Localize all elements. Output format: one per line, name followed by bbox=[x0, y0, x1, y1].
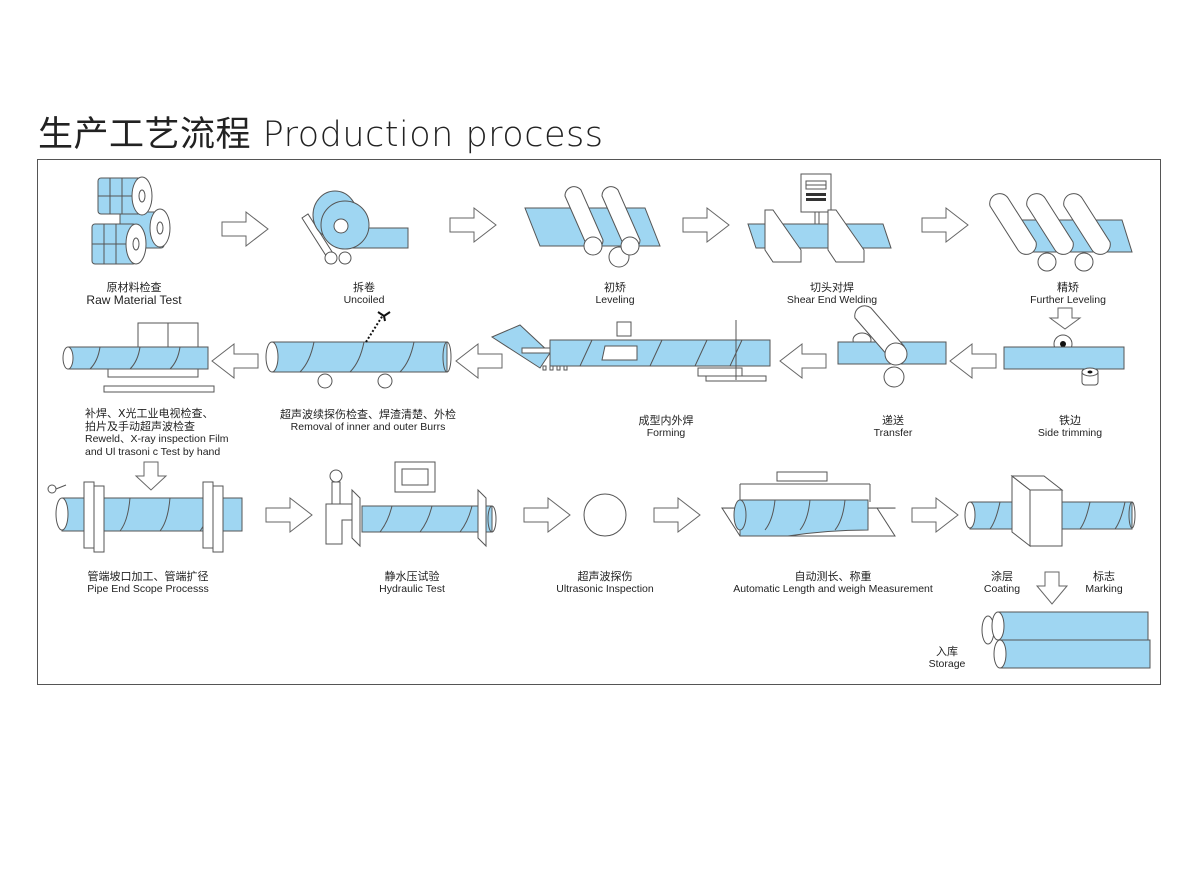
side-trimming-icon bbox=[1003, 334, 1125, 386]
step-label-en: Leveling bbox=[595, 294, 635, 306]
arrow-right-icon bbox=[911, 496, 959, 534]
step-label-en: Further Leveling bbox=[1030, 294, 1106, 306]
arrow-right-icon bbox=[449, 206, 497, 244]
uncoiler-icon bbox=[301, 190, 409, 265]
storage-pipes-icon bbox=[981, 611, 1151, 669]
step-label-en: Shear End Welding bbox=[786, 294, 878, 306]
xray-inspection-icon bbox=[62, 322, 215, 393]
step-label-cn: 入库 bbox=[936, 645, 958, 658]
step-label-marking: 标志 Marking bbox=[1085, 570, 1122, 596]
arrow-right-icon bbox=[221, 210, 269, 248]
step-label-en: Hydraulic Test bbox=[379, 583, 445, 595]
step-label-cn: 超声波续探伤检查、焊渣清楚、外检 bbox=[280, 408, 456, 421]
step-label-further-leveling: 精矫 Further Leveling bbox=[1030, 281, 1106, 307]
arrow-down-icon bbox=[1048, 307, 1082, 330]
arrow-right-icon bbox=[523, 496, 571, 534]
hydraulic-test-icon bbox=[325, 461, 497, 548]
shear-welding-machine-icon bbox=[747, 173, 892, 263]
arrow-right-icon bbox=[265, 496, 313, 534]
raw-material-coils-icon bbox=[91, 176, 171, 265]
step-label-cn: 自动测长、称重 bbox=[794, 570, 872, 583]
step-label-shear-end-welding: 切头对焊 Shear End Welding bbox=[787, 281, 877, 307]
ultrasonic-inspection-icon bbox=[583, 493, 627, 537]
step-label-transfer: 递送 Transfer bbox=[874, 414, 913, 440]
step-label-cn: 静水压试验 bbox=[384, 570, 440, 583]
coating-marking-icon bbox=[964, 474, 1136, 548]
arrow-left-icon bbox=[455, 342, 503, 380]
step-label-leveling: 初矫 Leveling bbox=[595, 281, 634, 307]
step-label-length-weigh: 自动测长、称重 Automatic Length and weigh Measu… bbox=[733, 570, 933, 596]
leveling-rollers-icon bbox=[524, 186, 661, 268]
step-label-en: Automatic Length and weigh Measurement bbox=[733, 583, 933, 595]
arrow-left-icon bbox=[949, 342, 997, 380]
step-label-cn: 成型内外焊 bbox=[638, 414, 694, 427]
step-label-cn: 标志 bbox=[1092, 570, 1115, 583]
step-label-en: Uncoiled bbox=[343, 294, 385, 306]
arrow-left-icon bbox=[211, 342, 259, 380]
step-label-cn: 涂层 bbox=[990, 570, 1013, 583]
step-label-en: Removal of inner and outer Burrs bbox=[290, 421, 446, 433]
step-label-hydraulic-test: 静水压试验 Hydraulic Test bbox=[379, 570, 445, 596]
process-frame bbox=[37, 159, 1161, 685]
arrow-right-icon bbox=[921, 206, 969, 244]
step-label-burr-removal: 超声波续探伤检查、焊渣清楚、外检 Removal of inner and ou… bbox=[280, 408, 456, 434]
step-label-en: Coating bbox=[983, 583, 1021, 595]
step-label-cn: 精矫 bbox=[1057, 281, 1079, 294]
transfer-rollers-icon bbox=[837, 305, 947, 388]
pipe-end-processing-icon bbox=[47, 461, 243, 553]
step-label-en: Ultrasonic Inspection bbox=[556, 583, 654, 595]
step-label-cn: 管端坡口加工、管端扩径 bbox=[87, 570, 209, 583]
step-label-en: Forming bbox=[646, 427, 686, 439]
step-label-en: Transfer bbox=[873, 427, 913, 439]
step-label-uncoiled: 拆卷 Uncoiled bbox=[344, 281, 385, 307]
step-label-cn: 超声波探伤 bbox=[577, 570, 633, 583]
step-label-coating: 涂层 Coating bbox=[984, 570, 1020, 596]
step-label-reweld-xray: 补焊、X光工业电视检查、 拍片及手动超声波检查 Reweld、X-ray ins… bbox=[85, 407, 229, 459]
step-label-cn: 补焊、X光工业电视检查、 bbox=[85, 407, 214, 420]
step-label-en: Reweld、X-ray inspection Film bbox=[85, 433, 229, 445]
step-label-en: Storage bbox=[928, 658, 966, 670]
step-label-en: Side trimming bbox=[1037, 427, 1103, 439]
forming-machine-icon bbox=[490, 320, 771, 382]
arrow-down-icon bbox=[1035, 571, 1069, 605]
step-label-cn: 原材料检查 bbox=[106, 281, 162, 294]
arrow-right-icon bbox=[682, 206, 730, 244]
step-label-en: Pipe End Scope Processs bbox=[87, 583, 209, 595]
further-leveling-rollers-icon bbox=[989, 193, 1133, 272]
page-title: 生产工艺流程 Production process bbox=[38, 115, 604, 155]
step-label-cn: 拍片及手动超声波检查 bbox=[85, 420, 195, 433]
step-label-forming: 成型内外焊 Forming bbox=[639, 414, 694, 440]
arrow-right-icon bbox=[653, 496, 701, 534]
step-label-en: Raw Material Test bbox=[86, 293, 182, 307]
step-label-cn: 铁边 bbox=[1059, 414, 1081, 427]
step-label-cn: 递送 bbox=[882, 414, 904, 427]
step-label-cn: 切头对焊 bbox=[810, 281, 854, 294]
step-label-cn: 初矫 bbox=[604, 281, 626, 294]
arrow-left-icon bbox=[779, 342, 827, 380]
step-label-pipe-end: 管端坡口加工、管端扩径 Pipe End Scope Processs bbox=[87, 570, 208, 596]
length-weigh-measurement-icon bbox=[721, 471, 896, 537]
step-label-cn: 拆卷 bbox=[352, 281, 375, 294]
step-label-raw-material: 原材料检查 Raw Material Test bbox=[86, 281, 181, 307]
pipe-inspection-icon bbox=[265, 311, 452, 389]
step-label-side-trimming: 铁边 Side trimming bbox=[1038, 414, 1102, 440]
step-label-en: and Ul trasoni c Test by hand bbox=[85, 446, 221, 458]
step-label-ultrasonic: 超声波探伤 Ultrasonic Inspection bbox=[556, 570, 653, 596]
step-label-en: Marking bbox=[1085, 583, 1123, 595]
step-label-storage: 入库 Storage bbox=[929, 645, 966, 671]
